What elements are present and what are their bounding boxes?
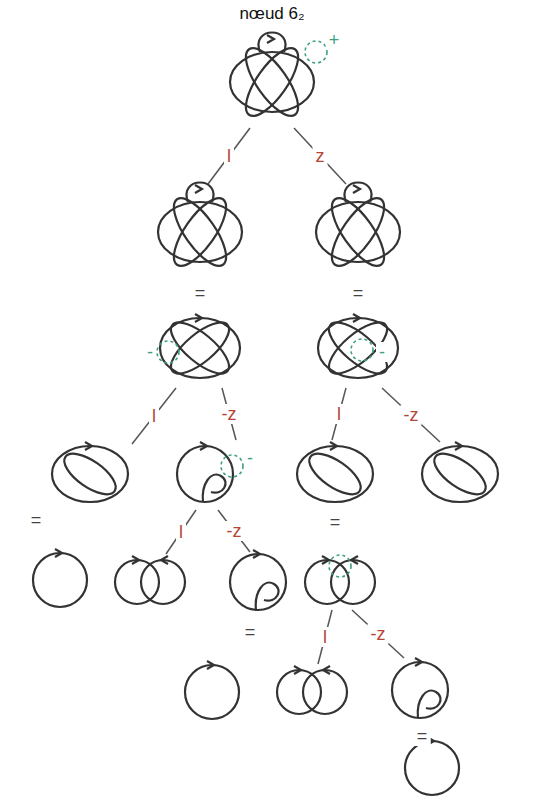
branch-line xyxy=(294,128,346,184)
knot-figure xyxy=(230,33,314,124)
equals-sign: = xyxy=(414,726,431,746)
crossing-marker xyxy=(305,41,327,63)
equals-sign: = xyxy=(192,283,209,303)
branch-label: l xyxy=(320,627,330,647)
branch-line xyxy=(132,388,176,444)
branch-label: l xyxy=(334,404,344,424)
branch-label: -z xyxy=(219,404,240,424)
curl-figure xyxy=(230,550,286,610)
hopf-link-figure xyxy=(277,666,347,714)
branch-line xyxy=(382,388,440,442)
unknot-figure xyxy=(33,549,87,607)
branch-line xyxy=(166,510,196,554)
branch-label: l xyxy=(149,406,159,426)
crossing-marker xyxy=(351,339,373,361)
hopf-link-figure xyxy=(115,556,185,604)
knot-figure xyxy=(318,314,398,382)
knot-figure xyxy=(158,183,242,274)
knot-figure xyxy=(160,314,240,382)
crossing-marker xyxy=(157,341,179,363)
branch-line xyxy=(208,128,250,184)
branch-line xyxy=(332,388,346,440)
equals-sign: = xyxy=(242,622,259,642)
branch-label: z xyxy=(313,146,328,166)
equals-sign: = xyxy=(28,510,45,530)
branch-line xyxy=(218,510,250,552)
equals-sign: = xyxy=(350,283,367,303)
hopf-link-figure xyxy=(305,556,375,604)
knot-figure xyxy=(422,442,498,502)
branch-label: -z xyxy=(368,624,389,644)
crossing-sign: - xyxy=(244,448,256,468)
knot-figure xyxy=(297,442,373,502)
crossing-sign: - xyxy=(376,342,388,362)
unknot-figure xyxy=(185,661,239,719)
knot-figure xyxy=(316,183,400,274)
curl-figure xyxy=(392,658,448,718)
crossing-sign: + xyxy=(326,30,343,50)
branch-label: l xyxy=(224,146,234,166)
branch-label: -z xyxy=(224,521,245,541)
crossing-marker xyxy=(329,555,351,577)
branch-label: l xyxy=(176,522,186,542)
title: nœud 6₂ xyxy=(0,4,544,24)
crossing-marker xyxy=(221,455,243,477)
branch-line xyxy=(352,610,404,658)
crossing-sign: - xyxy=(144,342,156,362)
knot-figure xyxy=(52,442,128,502)
branch-label: -z xyxy=(401,405,422,425)
knot-figure xyxy=(177,442,233,502)
equals-sign: = xyxy=(327,512,344,532)
branch-line xyxy=(318,610,332,664)
